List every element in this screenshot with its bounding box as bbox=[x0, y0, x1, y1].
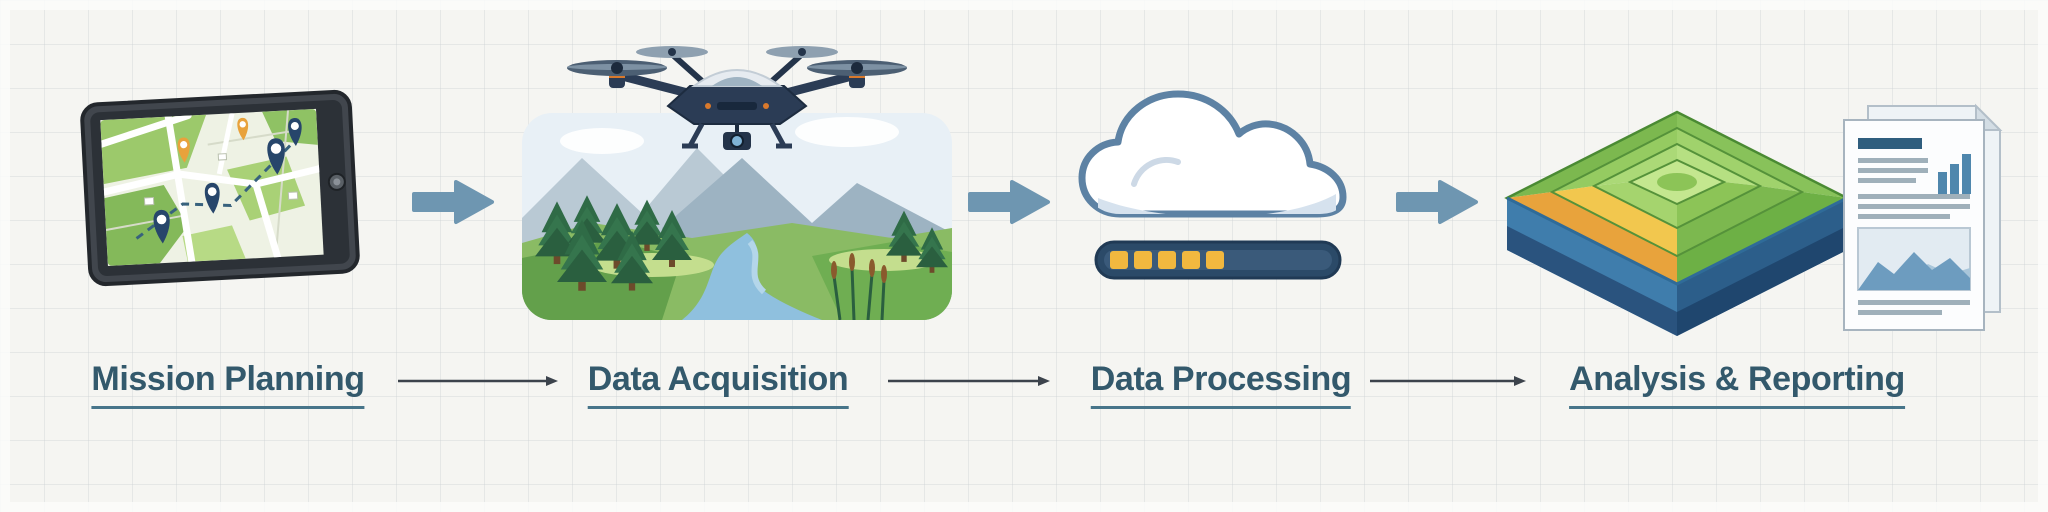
flow-arrow-icon bbox=[1396, 178, 1480, 226]
terrain-report-icon bbox=[1504, 103, 2003, 336]
label-arrow-icon bbox=[1368, 374, 1528, 388]
stage-mission-planning bbox=[60, 74, 380, 302]
stage-analysis-reporting bbox=[1492, 76, 2022, 348]
mini-bar-chart-icon bbox=[1938, 154, 1971, 194]
label-arrow-icon bbox=[886, 374, 1052, 388]
mini-area-chart-icon bbox=[1857, 227, 1971, 291]
cloud-progress-icon bbox=[1078, 90, 1347, 280]
flow-arrow-icon bbox=[412, 178, 496, 226]
label-arrow-icon bbox=[396, 374, 560, 388]
progress-bar bbox=[1094, 240, 1342, 280]
stage-label-data-processing: Data Processing bbox=[1090, 360, 1352, 409]
stage-data-acquisition bbox=[512, 18, 962, 330]
flow-arrow-icon bbox=[968, 178, 1052, 226]
stage-data-processing bbox=[1068, 64, 1368, 302]
stage-label-data-acquisition: Data Acquisition bbox=[587, 360, 849, 409]
stage-label-mission-planning: Mission Planning bbox=[91, 360, 365, 409]
tablet-map-icon bbox=[80, 89, 360, 287]
stage-label-analysis-reporting: Analysis & Reporting bbox=[1569, 360, 1905, 409]
report-document-icon bbox=[1843, 103, 2003, 331]
drone-icon bbox=[567, 46, 907, 150]
drone-landscape-icon bbox=[522, 46, 952, 320]
